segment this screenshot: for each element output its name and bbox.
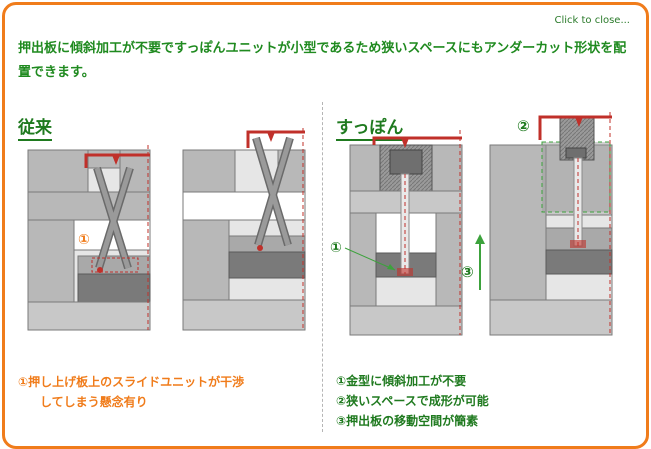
suppon-note-item: ①金型に傾斜加工が不要	[336, 374, 467, 388]
suppon-note-item: ②狭いスペースで成形が可能	[336, 394, 489, 408]
suppon-notes: ①金型に傾斜加工が不要 ②狭いスペースで成形が可能 ③押出板の移動空間が簡素	[336, 371, 636, 431]
suppon-note-item: ③押出板の移動空間が簡素	[336, 414, 479, 428]
section-title-suppon: すっぽん	[336, 118, 404, 141]
section-title-conventional: 従来	[18, 118, 52, 141]
section-divider	[322, 102, 323, 432]
conventional-note-line1: ①押し上げ板上のスライドユニットが干渉	[18, 375, 245, 389]
close-link[interactable]: Click to close...	[554, 15, 630, 26]
conventional-note-line2: してしまう懸念有り	[40, 395, 148, 409]
headline: 押出板に傾斜加工が不要ですっぽんユニットが小型であるため狭いスペースにもアンダー…	[18, 41, 627, 80]
conventional-note: ①押し上げ板上のスライドユニットが干渉 してしまう懸念有り	[18, 372, 318, 412]
